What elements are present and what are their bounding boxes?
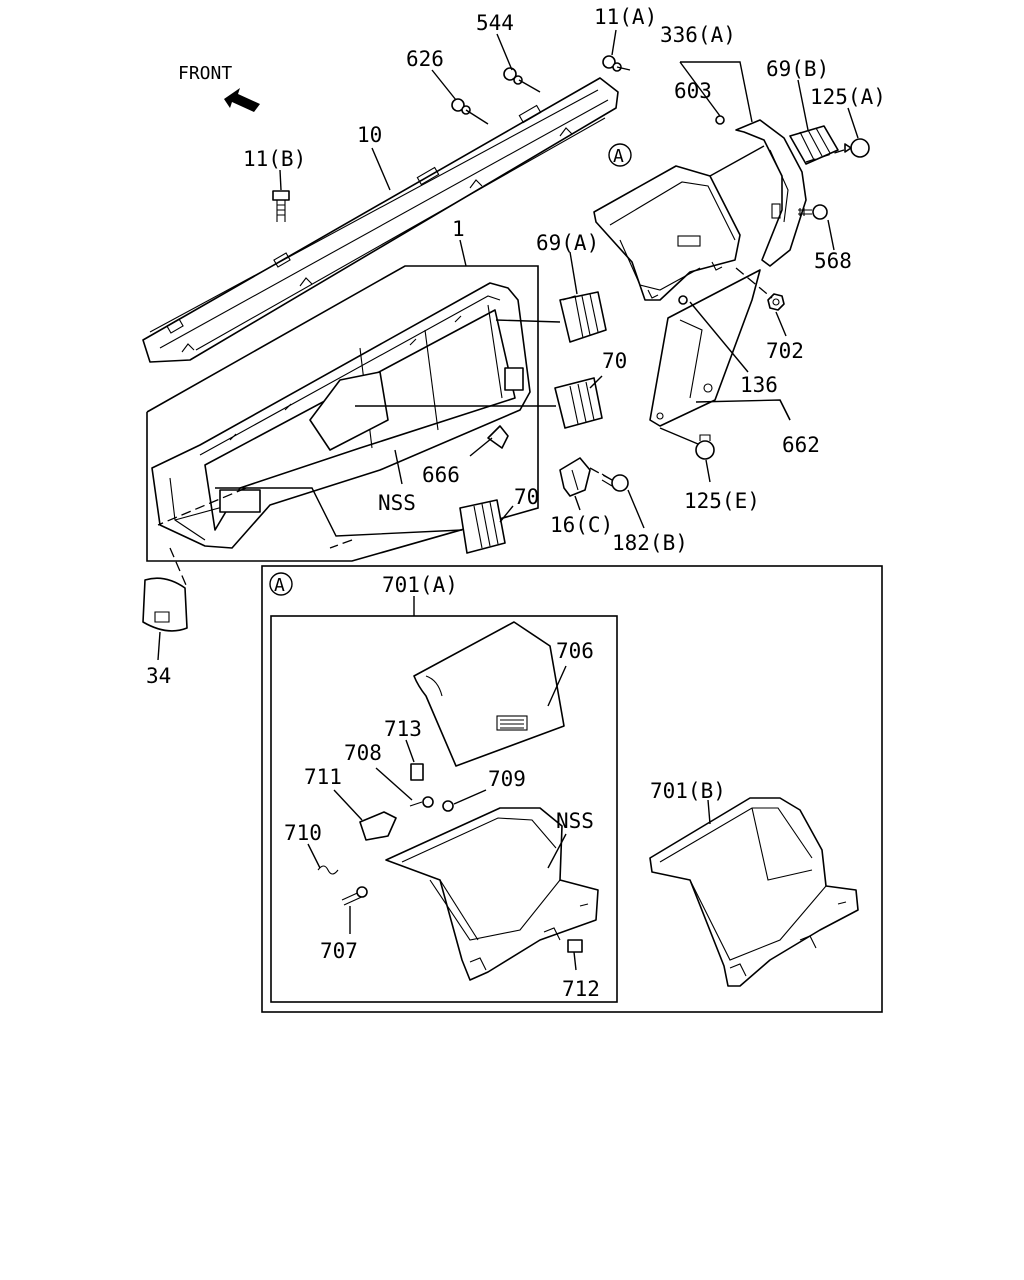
- label-568: 568: [814, 249, 852, 273]
- hinge-711-icon: [359, 811, 397, 841]
- clip-544-icon: [503, 67, 523, 85]
- glove-box-lid-706: [413, 621, 565, 767]
- label-712: 712: [562, 977, 600, 1001]
- label-136: 136: [740, 373, 778, 397]
- spring-710-icon: [317, 865, 339, 875]
- label-713: 713: [384, 717, 422, 741]
- bracket-16c-icon: [559, 457, 591, 497]
- label-16c: 16(C): [550, 513, 613, 537]
- glove-box-outer: [593, 165, 741, 301]
- marker-a-top: [608, 143, 632, 167]
- vent-69b: [789, 125, 839, 165]
- nut-702-icon: [767, 293, 785, 311]
- screw-603-icon: [715, 115, 725, 125]
- label-125e: 125(E): [684, 489, 760, 513]
- clip-125e-icon: [695, 434, 715, 460]
- label-125a: 125(A): [810, 85, 886, 109]
- label-711: 711: [304, 765, 342, 789]
- label-10: 10: [357, 123, 382, 147]
- label-707: 707: [320, 939, 358, 963]
- screw-568-icon: [798, 204, 828, 220]
- label-nss-box: NSS: [556, 809, 594, 833]
- marker-a-box: [269, 572, 293, 596]
- inset-701a-frame: [270, 615, 618, 1003]
- label-709: 709: [488, 767, 526, 791]
- under-cover-662: [649, 269, 761, 427]
- label-603: 603: [674, 79, 712, 103]
- front-arrow-icon: [224, 88, 260, 112]
- vent-69a: [559, 291, 607, 343]
- clip-125a-icon: [844, 138, 870, 158]
- label-a-top: A: [613, 146, 624, 167]
- screw-182b-icon: [601, 473, 629, 492]
- upper-trim-panel: [142, 77, 619, 363]
- side-cover-34: [142, 577, 188, 632]
- nut-11a-icon: [602, 55, 622, 72]
- label-1: 1: [452, 217, 465, 241]
- inset-a-frame: [261, 565, 883, 1013]
- label-11b: 11(B): [243, 147, 306, 171]
- leader-lines-inset: [307, 596, 711, 971]
- screw-136-icon: [678, 295, 688, 305]
- bumper-712-icon: [567, 939, 583, 953]
- label-702: 702: [766, 339, 804, 363]
- label-701b: 701(B): [650, 779, 726, 803]
- label-70-top: 70: [602, 349, 627, 373]
- label-666: 666: [422, 463, 460, 487]
- label-69b: 69(B): [766, 57, 829, 81]
- clip-626-icon: [451, 98, 471, 115]
- label-710: 710: [284, 821, 322, 845]
- pin-708-icon: [409, 796, 434, 808]
- label-front: FRONT: [178, 63, 232, 84]
- label-662: 662: [782, 433, 820, 457]
- pin-709-icon: [442, 800, 454, 812]
- latch-713-icon: [410, 763, 424, 781]
- label-708: 708: [344, 741, 382, 765]
- rod-707-icon: [341, 886, 368, 906]
- label-701a: 701(A): [382, 573, 458, 597]
- label-70-bot: 70: [514, 485, 539, 509]
- clip-666-icon: [487, 425, 509, 449]
- side-bracket-336a: [735, 119, 807, 267]
- main-panel-frame: [146, 265, 539, 562]
- vent-70-lower: [459, 499, 506, 554]
- label-336a: 336(A): [660, 23, 736, 47]
- label-69a: 69(A): [536, 231, 599, 255]
- glove-box-701b: [649, 797, 859, 987]
- label-544: 544: [476, 11, 514, 35]
- glove-box-bin-nss: [385, 807, 599, 981]
- label-34: 34: [146, 664, 171, 688]
- label-706: 706: [556, 639, 594, 663]
- label-a-box: A: [274, 575, 285, 596]
- leader-lines-top: [157, 29, 859, 661]
- label-11a: 11(A): [594, 5, 657, 29]
- label-182b: 182(B): [612, 531, 688, 555]
- vent-70-upper: [554, 377, 603, 429]
- label-626: 626: [406, 47, 444, 71]
- screw-11b-icon: [272, 190, 290, 222]
- label-nss-top: NSS: [378, 491, 416, 515]
- instrument-panel-body: [151, 282, 531, 549]
